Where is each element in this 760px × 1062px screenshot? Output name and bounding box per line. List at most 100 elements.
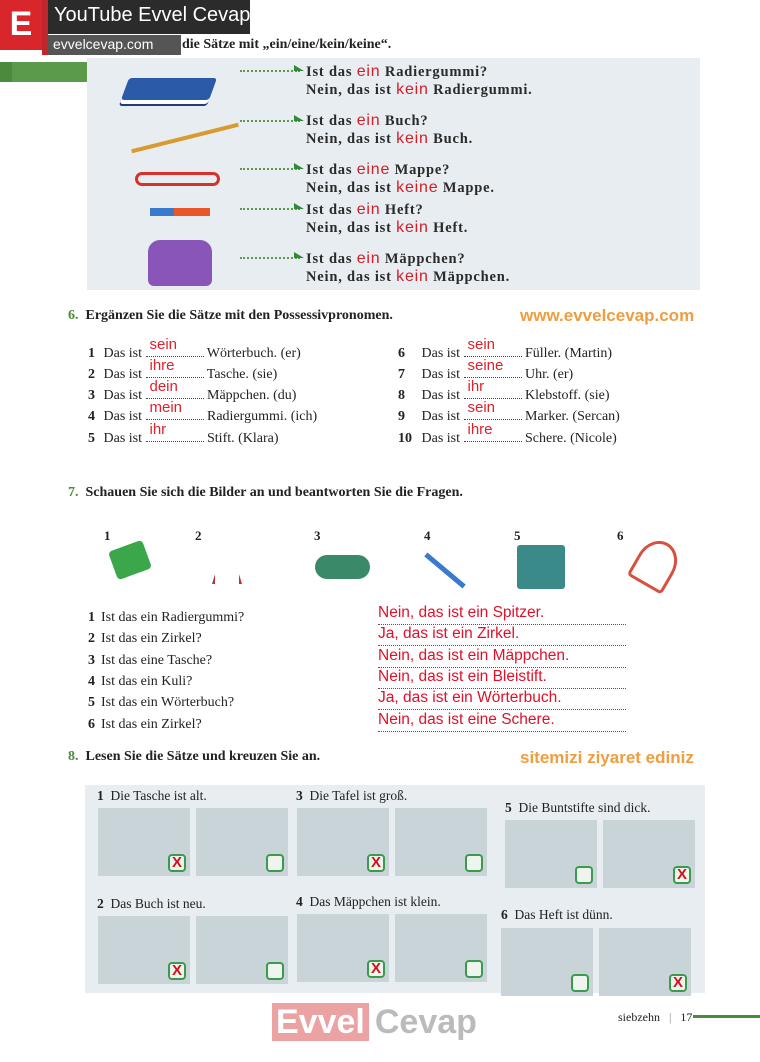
ex6-item: 2 Das ist ihre Tasche. (sie) [88,357,278,382]
picture-number: 2 [195,528,202,543]
ex5-answer: Nein, das ist kein Heft. [306,219,469,236]
scissors-image [135,172,220,186]
answer-blank: ihr [463,378,522,399]
ex6-item: 1 Das ist sein Wörterbuch. (er) [88,336,301,361]
answer-checkbox[interactable]: X [367,854,385,872]
answer-checkbox[interactable] [465,960,483,978]
ex8-picture [395,914,487,982]
ex6-item: 9 Das ist sein Marker. (Sercan) [398,399,620,424]
ex5-question: Ist das ein Buch? [306,112,429,129]
marker-image [150,208,210,216]
ex8-picture [196,916,288,984]
picture-number: 1 [104,528,111,543]
picture-number: 5 [514,528,521,543]
watermark: www.evvelcevap.com [520,306,695,325]
pencil-case-image [315,555,370,579]
answer-checkbox[interactable] [266,854,284,872]
ex8-picture [196,808,288,876]
evvelcevap-logo: E [0,0,42,50]
ex8-heading: 8. Lesen Sie die Sätze und kreuzen Sie a… [68,749,321,764]
arrow-icon [240,203,304,218]
answer-checkbox[interactable]: X [367,960,385,978]
answer-checkbox[interactable] [465,854,483,872]
answer-blank: seine [463,357,522,378]
logo-bar [42,0,48,55]
answer-blank: sein [145,336,204,357]
ex8-picture [505,820,597,888]
scissors-image [626,533,686,595]
ex7-answer-line: Nein, das ist eine Schere. [378,711,626,732]
picture-number: 3 [314,528,321,543]
answer-blank: dein [145,378,204,399]
ex6-item: 3 Das ist dein Mäppchen. (du) [88,378,297,403]
ex7-answer-line: Nein, das ist ein Bleistift. [378,668,626,689]
ex8-caption: 4 Das Mäppchen ist klein. [296,894,441,909]
ex8-picture: X [297,914,389,982]
site-banner: evvelcevap.com [48,35,181,55]
answer-blank: ihre [145,357,204,378]
ex5-answer: Nein, das ist kein Buch. [306,130,474,147]
picture-number: 6 [617,528,624,543]
ex8-picture: X [297,808,389,876]
picture-number: 4 [424,528,431,543]
arrow-icon [240,163,304,178]
ex7-answer-line: Nein, das ist ein Spitzer. [378,604,626,625]
answer-checkbox[interactable]: X [168,962,186,980]
ex8-picture: X [98,916,190,984]
dictionary-image [517,545,565,589]
blue-eraser-image [120,78,218,100]
ex6-item: 8 Das ist ihr Klebstoff. (sie) [398,378,610,403]
answer-blank: mein [145,399,204,420]
answer-blank: ihr [145,421,204,442]
ex8-picture [395,808,487,876]
ex5-answer: Nein, das ist kein Radiergummi. [306,81,533,98]
ex7-heading: 7. Schauen Sie sich die Bilder an und be… [68,485,463,500]
channel-banner: YouTube Evvel Cevap [48,0,250,34]
answer-checkbox[interactable] [575,866,593,884]
answer-checkbox[interactable] [571,974,589,992]
section-tab [0,62,87,82]
backpack-image [148,240,212,286]
ex8-caption: 2 Das Buch ist neu. [97,896,206,911]
ex8-caption: 5 Die Buntstifte sind dick. [505,800,651,815]
answer-blank: ihre [463,421,522,442]
ex5-heading: die Sätze mit „ein/eine/kein/keine“. [182,37,392,52]
ex6-item: 6 Das ist sein Füller. (Martin) [398,336,613,361]
ex5-question: Ist das ein Radiergummi? [306,63,488,80]
ex5-question: Ist das ein Mäppchen? [306,250,466,267]
ex5-question: Ist das eine Mappe? [306,161,451,178]
ex8-picture: X [98,808,190,876]
ex7-answer-line: Nein, das ist ein Mäppchen. [378,647,626,668]
ex5-question: Ist das ein Heft? [306,201,424,218]
ex8-picture: X [603,820,695,888]
arrow-icon [240,65,304,80]
page-footer: siebzehn | 17 [618,1010,693,1024]
arrow-icon [240,115,304,130]
answer-blank: sein [463,399,522,420]
ex6-item: 4 Das ist mein Radiergummi. (ich) [88,399,318,424]
ex6-item: 7 Das ist seine Uhr. (er) [398,357,574,382]
arrow-icon [240,252,304,267]
ex6-item: 10 Das ist ihre Schere. (Nicole) [398,421,617,446]
ex8-caption: 6 Das Heft ist dünn. [501,907,613,922]
ex5-answer: Nein, das ist kein Mäppchen. [306,268,511,285]
ex8-caption: 3 Die Tafel ist groß. [296,788,408,803]
answer-checkbox[interactable]: X [673,866,691,884]
answer-checkbox[interactable]: X [168,854,186,872]
ex7-answer-line: Ja, das ist ein Wörterbuch. [378,689,626,711]
ex8-picture [501,928,593,996]
answer-blank: sein [463,336,522,357]
ex5-answer: Nein, das ist keine Mappe. [306,179,495,196]
ex6-heading: 6. Ergänzen Sie die Sätze mit den Posses… [68,308,393,323]
answer-checkbox[interactable]: X [669,974,687,992]
footer-line [693,1015,760,1018]
ex8-picture: X [599,928,691,996]
ex6-item: 5 Das ist ihr Stift. (Klara) [88,421,279,446]
answer-checkbox[interactable] [266,962,284,980]
